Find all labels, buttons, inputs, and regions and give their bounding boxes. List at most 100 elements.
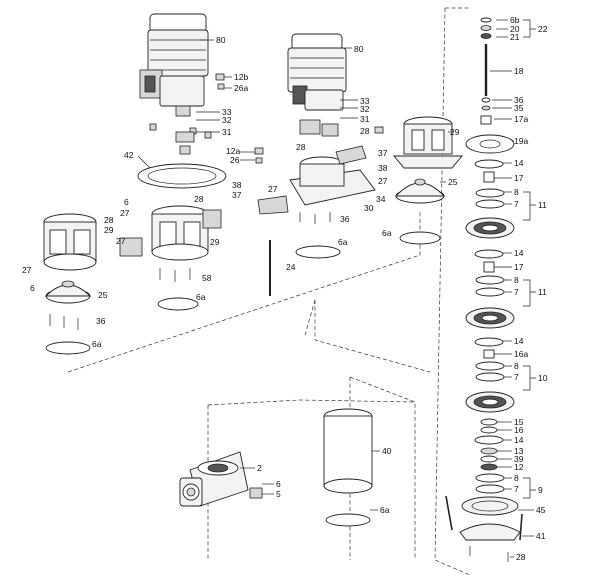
label-29-far-left: 29 (104, 225, 114, 235)
label-58: 58 (202, 273, 212, 283)
chamber-stage-b (465, 307, 515, 329)
disc-14-c (474, 337, 504, 347)
left-gasket-42 (137, 163, 227, 189)
label-12b: 12b (234, 72, 248, 82)
label-24: 24 (286, 262, 296, 272)
spacer-17-b (483, 261, 495, 273)
label-6b: 6b (510, 15, 520, 25)
part-labels: 80 12b 26a 33 32 31 12a 26 42 6 27 28 29… (22, 15, 548, 562)
ring-7-a (475, 199, 505, 209)
label-7-c: 7 (514, 372, 519, 382)
label-11-b: 11 (538, 287, 547, 297)
pump-base-2 (179, 451, 263, 507)
label-17a: 17a (514, 114, 528, 124)
label-38-left: 38 (232, 180, 242, 190)
ring-7-b (475, 287, 505, 297)
label-42: 42 (124, 150, 134, 160)
label-13: 13 (514, 446, 524, 456)
label-28-right: 28 (516, 552, 526, 562)
label-29-left: 29 (210, 237, 220, 247)
label-32-left: 32 (222, 115, 232, 125)
disc-14-b (474, 249, 504, 259)
label-14-b: 14 (514, 248, 524, 258)
chamber-stage-c (465, 391, 515, 413)
right-stack-top (480, 17, 492, 125)
label-38-centre: 38 (378, 163, 388, 173)
label-17-b: 17 (514, 262, 524, 272)
label-14-d: 14 (514, 435, 524, 445)
left-far-lantern (43, 213, 143, 271)
o-ring-6a-mid (157, 297, 199, 311)
label-37-left: 37 (232, 190, 242, 200)
left-motor-bolts (149, 73, 264, 164)
centre-lantern-29 (393, 116, 463, 169)
left-motor (139, 13, 209, 117)
label-45: 45 (536, 505, 546, 515)
dashed-guide-lines (67, 7, 471, 576)
o-ring-6a-centre (295, 245, 341, 259)
label-2: 2 (257, 463, 262, 473)
label-28-mid: 28 (194, 194, 204, 204)
label-12: 12 (514, 462, 524, 472)
label-28-centre-top: 28 (360, 126, 370, 136)
centre-head-25 (394, 178, 446, 204)
label-27-mid: 27 (116, 236, 126, 246)
label-28-left: 28 (104, 215, 114, 225)
label-6a-mid: 6a (196, 292, 206, 302)
left-bolts-58 (159, 268, 191, 282)
label-5: 5 (276, 489, 281, 499)
label-8-c: 8 (514, 361, 519, 371)
label-29-centre: 29 (450, 127, 460, 137)
label-36-centre: 36 (340, 214, 350, 224)
sleeve-40 (323, 408, 373, 494)
centre-adapter-30 (257, 145, 376, 215)
label-7-d: 7 (514, 484, 519, 494)
label-7-a: 7 (514, 199, 519, 209)
label-15: 15 (514, 417, 524, 427)
label-19a: 19a (514, 136, 528, 146)
label-31-centre: 31 (360, 114, 370, 124)
label-27-centre: 27 (268, 184, 278, 194)
label-25-left: 25 (98, 290, 108, 300)
label-30: 30 (364, 203, 374, 213)
label-16: 16 (514, 425, 524, 435)
label-21: 21 (510, 32, 520, 42)
label-22: 22 (538, 24, 548, 34)
label-33-left: 33 (222, 107, 232, 117)
o-ring-6a-centre-right (399, 231, 441, 245)
lower-small-parts (474, 418, 505, 494)
ring-8-b (475, 275, 505, 285)
left-pump-head-25 (44, 280, 92, 304)
label-37-centre: 37 (378, 148, 388, 158)
label-27-upper: 27 (120, 208, 130, 218)
label-28-centre: 28 (296, 142, 306, 152)
label-6a-bottom: 6a (380, 505, 390, 515)
o-ring-6a-left (45, 341, 91, 355)
label-26: 26 (230, 155, 240, 165)
centre-coupling (299, 119, 384, 137)
label-8-d: 8 (514, 473, 519, 483)
label-27-low: 27 (22, 265, 32, 275)
label-41: 41 (536, 531, 546, 541)
label-8-a: 8 (514, 187, 519, 197)
ring-8-c (475, 361, 505, 371)
label-80-left: 80 (216, 35, 226, 45)
label-6-upper: 6 (124, 197, 129, 207)
label-20: 20 (510, 24, 520, 34)
label-36-right: 36 (514, 95, 524, 105)
label-14-c: 14 (514, 336, 524, 346)
label-11-a: 11 (538, 200, 547, 210)
label-6-low: 6 (30, 283, 35, 293)
label-7-b: 7 (514, 287, 519, 297)
centre-motor (287, 33, 347, 111)
base-45 (461, 496, 519, 516)
ring-8-a (475, 188, 505, 198)
label-39: 39 (514, 454, 524, 464)
label-6a-centre-right: 6a (382, 228, 392, 238)
label-27-centre-right: 27 (378, 176, 388, 186)
disc-14-a (474, 159, 504, 169)
label-34: 34 (376, 194, 386, 204)
label-18: 18 (514, 66, 524, 76)
